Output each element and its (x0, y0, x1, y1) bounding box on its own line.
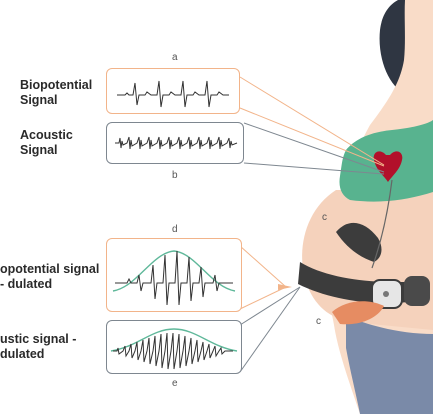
label-b: b (172, 170, 178, 181)
biopotential-signal-label: Biopotential Signal (20, 78, 93, 107)
sensor-pod-right (404, 276, 430, 306)
arrow-right-icon (278, 284, 292, 290)
acoustic-signal-label: Acoustic Signal (20, 128, 73, 157)
lower-hand (332, 301, 384, 325)
label-c-top: c (322, 212, 327, 223)
label-d: d (172, 224, 178, 235)
heart-icon (373, 151, 403, 182)
sensor-wire (371, 179, 393, 269)
pants (346, 316, 433, 414)
biopotential-modulated-waveform (112, 250, 236, 306)
acoustic-modulated-waveform (110, 328, 238, 370)
biopotential-modulated-label: opotential signal - dulated (0, 262, 100, 291)
label-a: a (172, 52, 178, 63)
acoustic-waveform (115, 136, 238, 150)
biopotential-modulated-box (106, 238, 242, 312)
acoustic-modulated-box (106, 320, 242, 374)
biopotential-waveform (117, 80, 229, 108)
upper-arm (336, 222, 382, 262)
label-c-bottom: c (316, 316, 321, 327)
acoustic-modulated-label: ustic signal - dulated (0, 332, 77, 361)
acoustic-signal-box (106, 122, 244, 164)
label-e: e (172, 378, 178, 389)
sensor-dot (383, 291, 389, 297)
biopotential-signal-box (106, 68, 240, 114)
